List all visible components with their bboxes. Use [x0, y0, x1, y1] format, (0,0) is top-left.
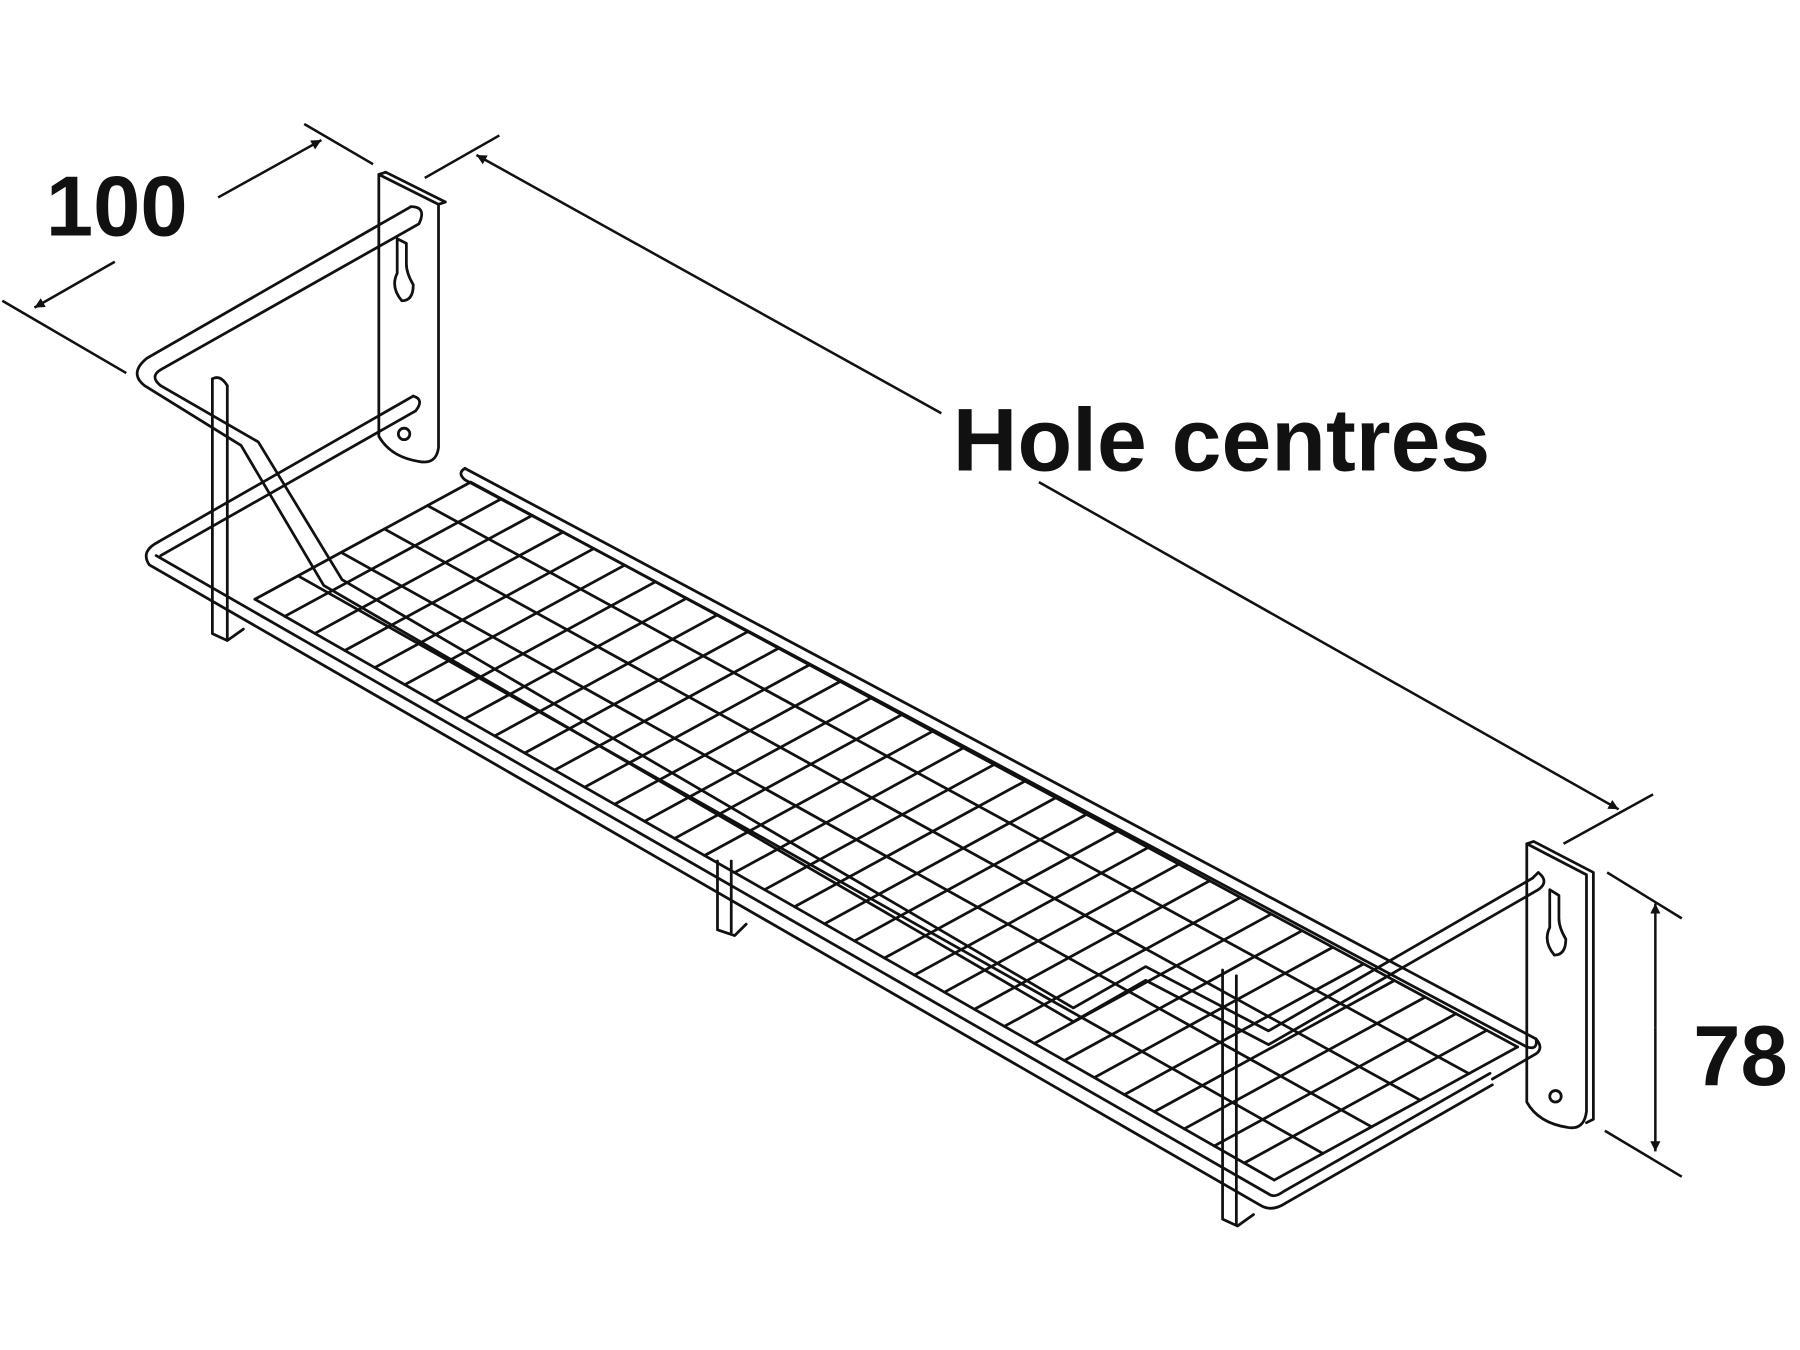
transverse-wire — [283, 497, 503, 618]
transverse-wire — [733, 746, 965, 874]
basket-rails — [144, 394, 1542, 1210]
transverse-wire — [403, 563, 627, 687]
transverse-wire — [703, 729, 934, 857]
transverse-wire — [433, 580, 657, 704]
transverse-wire — [583, 663, 811, 789]
transverse-wire — [793, 779, 1027, 909]
transverse-wire — [553, 646, 780, 772]
transverse-wire — [1242, 1028, 1489, 1165]
transverse-wire — [913, 846, 1150, 977]
keyhole-slot — [393, 237, 415, 303]
transverse-wire — [313, 513, 534, 635]
transverse-wire — [763, 763, 996, 892]
hole-centres-label: Hole centres — [953, 390, 1490, 490]
height-dimension: 78 — [1604, 871, 1788, 1178]
transverse-wire — [1152, 979, 1396, 1114]
left-mounting-plate — [377, 170, 447, 464]
depth-label: 100 — [46, 158, 188, 253]
transverse-wire — [1062, 929, 1304, 1062]
keyhole-slot — [1545, 888, 1568, 957]
transverse-wire — [343, 530, 565, 652]
legs — [210, 376, 1255, 1228]
right-mounting-plate — [1525, 840, 1595, 1130]
transverse-wire — [643, 696, 873, 823]
transverse-wire — [493, 613, 719, 738]
handle-wire — [135, 205, 1546, 1047]
transverse-wire — [1212, 1012, 1458, 1148]
transverse-wire — [463, 597, 688, 721]
hole-centres-dimension: Hole centres — [424, 134, 1654, 845]
transverse-wire — [613, 680, 842, 806]
transverse-wire — [823, 796, 1058, 926]
basket-floor-grid — [253, 480, 1519, 1182]
transverse-wire — [1182, 995, 1427, 1131]
height-label: 78 — [1693, 1008, 1787, 1103]
transverse-wire — [853, 812, 1088, 943]
transverse-wire — [1092, 945, 1335, 1079]
transverse-wire — [1122, 962, 1366, 1097]
depth-dimension: 100 — [1, 122, 374, 375]
transverse-wire — [943, 862, 1181, 994]
transverse-wire — [1272, 1045, 1519, 1182]
transverse-wire — [883, 829, 1119, 960]
transverse-wire — [973, 879, 1212, 1011]
transverse-wire — [673, 713, 904, 840]
transverse-wire — [253, 480, 473, 601]
transverse-wire — [1003, 896, 1242, 1028]
transverse-wire — [373, 547, 596, 669]
transverse-wire — [523, 630, 750, 755]
